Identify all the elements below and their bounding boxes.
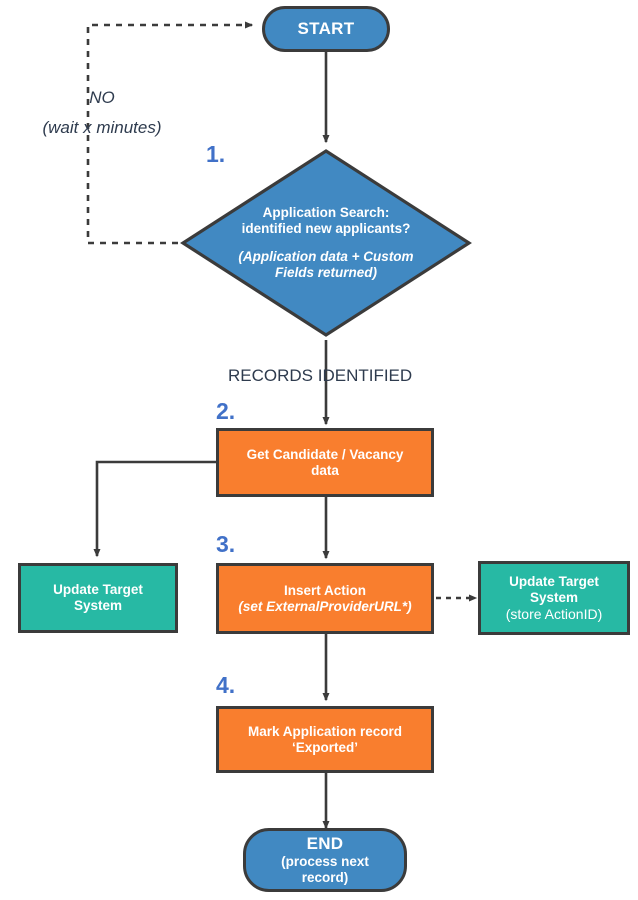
node-update-right-line2: System [529,589,579,605]
node-start-label: START [297,18,355,38]
node-insert-action[interactable]: Insert Action (set ExternalProviderURL*) [216,563,434,634]
node-start[interactable]: START [262,6,390,52]
node-update-target-system-right[interactable]: Update Target System (store ActionID) [478,561,630,635]
node-get-data-line1: Get Candidate / Vacancy [246,446,404,462]
node-update-left-line2: System [73,598,123,613]
node-insert-action-line1: Insert Action [283,582,366,598]
step-number-4: 4. [216,672,236,698]
step-number-3: 3. [216,531,236,557]
node-get-candidate-vacancy-data[interactable]: Get Candidate / Vacancy data [216,428,434,497]
edge-label-wait-minutes: (wait x minutes) [42,118,162,137]
node-decision-application-search[interactable]: Application Search: identified new appli… [180,148,472,338]
node-update-left-line1: Update Target [53,582,143,598]
node-update-right-line3: (store ActionID) [505,605,603,622]
edge-label-no: NO [89,88,115,107]
node-mark-record-line1: Mark Application record [247,723,403,739]
edge-decision-no-loop-to-start [86,21,254,245]
edge-label-records-identified: RECORDS IDENTIFIED [228,366,413,385]
node-end-sub-line2: record) [301,870,349,886]
node-update-target-system-left[interactable]: Update Target System [18,563,178,633]
node-update-right-line1: Update Target [509,573,599,589]
node-mark-application-record[interactable]: Mark Application record ‘Exported’ [216,706,434,773]
step-number-2: 2. [216,398,236,424]
node-get-data-line2: data [311,462,339,478]
node-mark-record-line2: ‘Exported’ [291,739,358,755]
node-end[interactable]: END (process next record) [243,828,407,892]
decision-diamond-shape [180,149,472,337]
node-end-sub-line1: (process next [281,854,369,870]
edge-get-data-to-update-left [93,460,216,558]
node-end-label: END [306,834,344,854]
node-insert-action-line2: (set ExternalProviderURL*) [238,598,412,614]
step-number-1: 1. [206,141,226,167]
